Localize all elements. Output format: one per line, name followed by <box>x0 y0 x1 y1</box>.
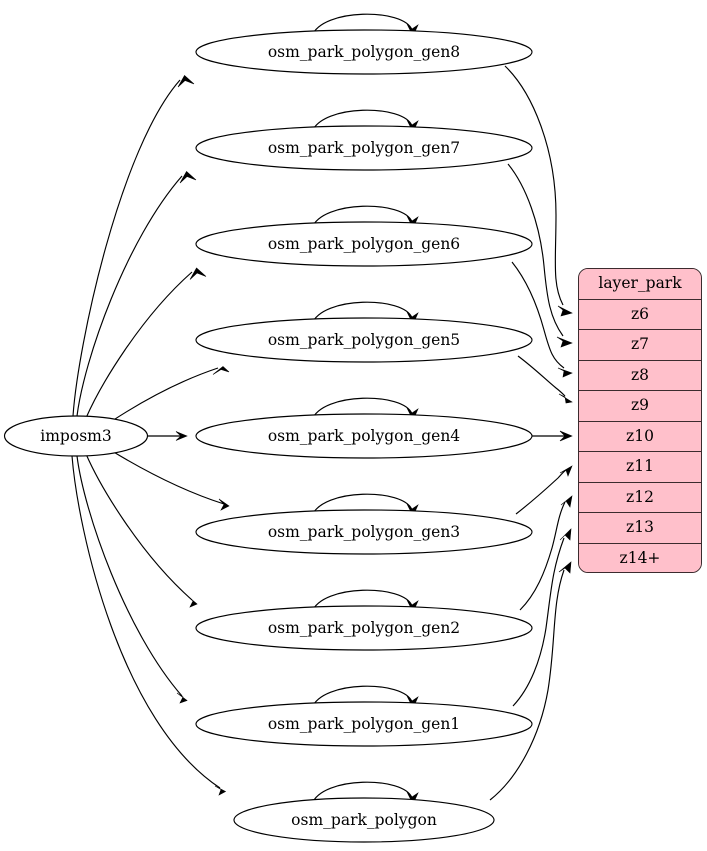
edge-imposm3-to-gen6 <box>85 267 207 419</box>
edge-gen6-to-z8 <box>511 261 573 378</box>
node-imposm3[interactable]: imposm3 <box>3 415 149 457</box>
node-label-polygon: osm_park_polygon <box>291 811 437 829</box>
edges-from-imposm3 <box>71 75 230 796</box>
edges-to-layer-park <box>489 65 573 801</box>
node-label-gen7: osm_park_polygon_gen7 <box>268 139 460 157</box>
edge-gen8-to-z6 <box>504 65 573 317</box>
edge-imposm3-to-gen2 <box>85 453 198 608</box>
node-label-gen5: osm_park_polygon_gen5 <box>268 331 460 349</box>
record-row-z12[interactable]: z12 <box>579 482 701 513</box>
layer-park-record-node[interactable]: layer_park z6 z7 z8 z9 z10 z11 z12 z13 z… <box>578 268 702 573</box>
node-osm-park-polygon-gen6[interactable]: osm_park_polygon_gen6 <box>195 221 533 267</box>
edge-imposm3-to-gen7 <box>76 171 197 417</box>
self-loops <box>311 13 419 805</box>
self-loop-gen6 <box>311 205 419 229</box>
self-loop-gen4 <box>311 397 419 421</box>
edge-imposm3-to-gen1 <box>76 455 188 704</box>
node-label-gen1: osm_park_polygon_gen1 <box>268 715 460 733</box>
edge-imposm3-to-gen8 <box>72 75 195 417</box>
edge-gen7-to-z7 <box>507 163 573 348</box>
node-osm-park-polygon-gen5[interactable]: osm_park_polygon_gen5 <box>195 317 533 363</box>
node-osm-park-polygon-gen1[interactable]: osm_park_polygon_gen1 <box>195 701 533 747</box>
self-loop-polygon <box>311 781 419 805</box>
node-label-gen8: osm_park_polygon_gen8 <box>268 43 460 61</box>
edge-polygon-to-z14 <box>489 561 572 801</box>
self-loop-gen1 <box>311 685 419 709</box>
record-header-layer-park: layer_park <box>579 269 701 300</box>
edge-gen5-to-z9 <box>517 355 573 404</box>
edge-gen3-to-z11 <box>515 465 573 515</box>
edge-imposm3-to-gen5 <box>111 366 230 422</box>
self-loop-gen8 <box>311 13 419 37</box>
record-row-z8[interactable]: z8 <box>579 360 701 391</box>
record-row-z7[interactable]: z7 <box>579 330 701 361</box>
node-osm-park-polygon-gen4[interactable]: osm_park_polygon_gen4 <box>195 413 533 459</box>
node-label-gen3: osm_park_polygon_gen3 <box>268 523 460 541</box>
self-loop-gen2 <box>311 589 419 613</box>
record-row-z11[interactable]: z11 <box>579 452 701 483</box>
record-row-z6[interactable]: z6 <box>579 299 701 330</box>
edge-gen1-to-z13 <box>512 528 572 707</box>
edge-imposm3-to-gen3 <box>111 450 230 511</box>
node-osm-park-polygon[interactable]: osm_park_polygon <box>233 797 495 843</box>
node-label-gen6: osm_park_polygon_gen6 <box>268 235 460 253</box>
node-osm-park-polygon-gen3[interactable]: osm_park_polygon_gen3 <box>195 509 533 555</box>
record-row-z9[interactable]: z9 <box>579 391 701 422</box>
self-loop-gen7 <box>311 109 419 133</box>
edge-gen4-to-z10 <box>530 430 573 442</box>
self-loop-gen3 <box>311 493 419 517</box>
record-row-z13[interactable]: z13 <box>579 513 701 544</box>
node-label-imposm3: imposm3 <box>40 427 111 445</box>
record-row-z10[interactable]: z10 <box>579 421 701 452</box>
edge-imposm3-to-polygon <box>71 455 227 796</box>
node-label-gen4: osm_park_polygon_gen4 <box>268 427 460 445</box>
edge-gen2-to-z12 <box>519 495 573 611</box>
node-osm-park-polygon-gen2[interactable]: osm_park_polygon_gen2 <box>195 605 533 651</box>
edge-imposm3-to-gen4 <box>148 431 188 441</box>
node-label-gen2: osm_park_polygon_gen2 <box>268 619 460 637</box>
self-loop-gen5 <box>311 301 419 325</box>
node-osm-park-polygon-gen7[interactable]: osm_park_polygon_gen7 <box>195 125 533 171</box>
ellipse-nodes: osm_park_polygon_gen8 osm_park_polygon_g… <box>3 29 533 843</box>
record-row-z14-plus[interactable]: z14+ <box>579 543 701 572</box>
node-osm-park-polygon-gen8[interactable]: osm_park_polygon_gen8 <box>195 29 533 75</box>
